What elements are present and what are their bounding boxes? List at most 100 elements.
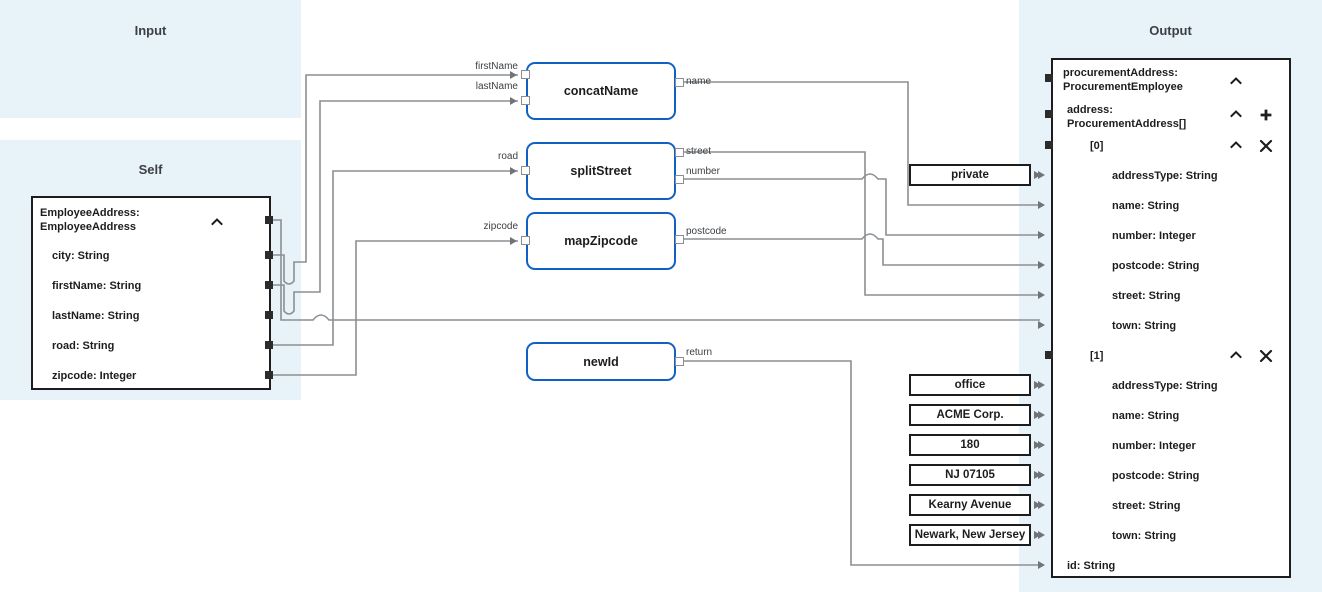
port-in-road[interactable] [521,166,530,175]
output-port-root[interactable] [1045,74,1053,82]
output-arrow-0-number [1038,231,1045,239]
output-row-0-number[interactable]: number: Integer [1112,230,1196,242]
output-address-chevron-up-icon[interactable] [1229,107,1243,121]
arrow-const-180 [1034,441,1041,449]
output-index-1-chevron-up-icon[interactable] [1229,348,1243,362]
arrow-const-acme-corp [1034,411,1041,419]
output-row-1-town[interactable]: town: String [1112,530,1177,542]
output-row-1-postcode[interactable]: postcode: String [1112,470,1200,482]
output-row-1-number[interactable]: number: Integer [1112,440,1196,452]
output-root-chevron-up-icon[interactable] [1229,74,1243,88]
self-field-firstname[interactable]: firstName: String [52,280,142,292]
arrow-const-private [1034,171,1041,179]
output-schema-box[interactable] [1051,58,1291,578]
output-arrow-1-number [1038,441,1045,449]
output-row-0-street[interactable]: street: String [1112,290,1181,302]
output-row-id[interactable]: id: String [1067,560,1116,572]
port-in-lastname[interactable] [521,96,530,105]
constant-180[interactable]: 180 [909,434,1031,456]
self-field-road[interactable]: road: String [52,340,115,352]
port-out-street[interactable] [675,148,684,157]
output-row-1-addresstype[interactable]: addressType: String [1112,380,1218,392]
output-row-index-0[interactable]: [0] [1090,140,1104,152]
port-in-firstname[interactable] [521,70,530,79]
wire-number-out [684,173,1040,236]
port-label-zipcode: zipcode [483,221,518,232]
port-label-postcode: postcode [686,226,727,237]
output-port-index-1[interactable] [1045,351,1053,359]
output-port-index-0[interactable] [1045,141,1053,149]
output-address-plus-icon[interactable] [1259,108,1273,122]
input-panel [0,0,301,118]
wire-city [273,219,1040,321]
arrow-const-kearny-avenue [1034,501,1041,509]
self-collapse-chevron-up-icon[interactable] [210,215,224,229]
output-arrow-1-name [1038,411,1045,419]
output-arrow-id [1038,561,1045,569]
port-in-zipcode[interactable] [521,236,530,245]
output-row-0-postcode[interactable]: postcode: String [1112,260,1200,272]
wire-road [273,170,518,346]
self-schema-header: EmployeeAddress:EmployeeAddress [40,207,140,233]
arrow-in-zipcode [510,237,517,245]
port-label-firstname: firstName [475,61,518,72]
output-index-0-chevron-up-icon[interactable] [1229,138,1243,152]
output-row-1-street[interactable]: street: String [1112,500,1181,512]
output-row-0-name[interactable]: name: String [1112,200,1180,212]
output-arrow-0-town [1038,321,1045,329]
output-arrow-1-town [1038,531,1045,539]
wire-postcode-out [684,233,1040,266]
arrow-const-office [1034,381,1041,389]
port-out-return[interactable] [675,357,684,366]
output-row-0-town[interactable]: town: String [1112,320,1177,332]
output-index-1-close-icon[interactable] [1259,349,1273,363]
self-field-zipcode[interactable]: zipcode: Integer [52,370,137,382]
function-node-splitstreet[interactable]: splitStreet [526,142,676,200]
constant-acme-corp[interactable]: ACME Corp. [909,404,1031,426]
port-out-postcode[interactable] [675,235,684,244]
port-out-number[interactable] [675,175,684,184]
output-arrow-0-street [1038,291,1045,299]
port-out-name[interactable] [675,78,684,87]
port-label-road: road [497,151,518,162]
self-port-lastname[interactable] [265,311,273,319]
output-row-index-1[interactable]: [1] [1090,350,1104,362]
wire-zipcode [273,240,518,376]
function-node-concatname[interactable]: concatName [526,62,676,120]
input-panel-title: Input [134,23,167,38]
constant-private[interactable]: private [909,164,1031,186]
output-schema-header: procurementAddress:ProcurementEmployee [1063,67,1183,93]
constant-kearny-avenue[interactable]: Kearny Avenue [909,494,1031,516]
arrow-in-firstname [510,71,517,79]
self-field-city[interactable]: city: String [52,250,110,262]
output-index-0-close-icon[interactable] [1259,139,1273,153]
output-row-0-addresstype[interactable]: addressType: String [1112,170,1218,182]
self-schema-box[interactable] [31,196,271,390]
output-arrow-1-street [1038,501,1045,509]
self-port-city[interactable] [265,251,273,259]
self-port-road[interactable] [265,341,273,349]
output-arrow-1-addresstype [1038,381,1045,389]
output-arrow-0-addresstype [1038,171,1045,179]
port-label-return: return [686,347,713,358]
port-label-name: name [686,76,712,87]
constant-office[interactable]: office [909,374,1031,396]
function-node-newid[interactable]: newId [526,342,676,381]
function-node-mapzipcode[interactable]: mapZipcode [526,212,676,270]
output-arrow-0-name [1038,201,1045,209]
self-port-firstname[interactable] [265,281,273,289]
wire-name-out [684,81,1040,206]
self-field-lastname[interactable]: lastName: String [52,310,140,322]
output-port-address[interactable] [1045,110,1053,118]
self-port-root[interactable] [265,216,273,224]
self-panel-title: Self [138,162,163,177]
constant-newark-new-jersey[interactable]: Newark, New Jersey [909,524,1031,546]
output-arrow-0-postcode [1038,261,1045,269]
output-row-address: address:ProcurementAddress[] [1067,104,1187,130]
constant-nj-07105[interactable]: NJ 07105 [909,464,1031,486]
self-port-zipcode[interactable] [265,371,273,379]
port-label-number: number [686,166,720,177]
arrow-const-newark-new-jersey [1034,531,1041,539]
output-row-1-name[interactable]: name: String [1112,410,1180,422]
arrow-in-lastname [510,97,517,105]
